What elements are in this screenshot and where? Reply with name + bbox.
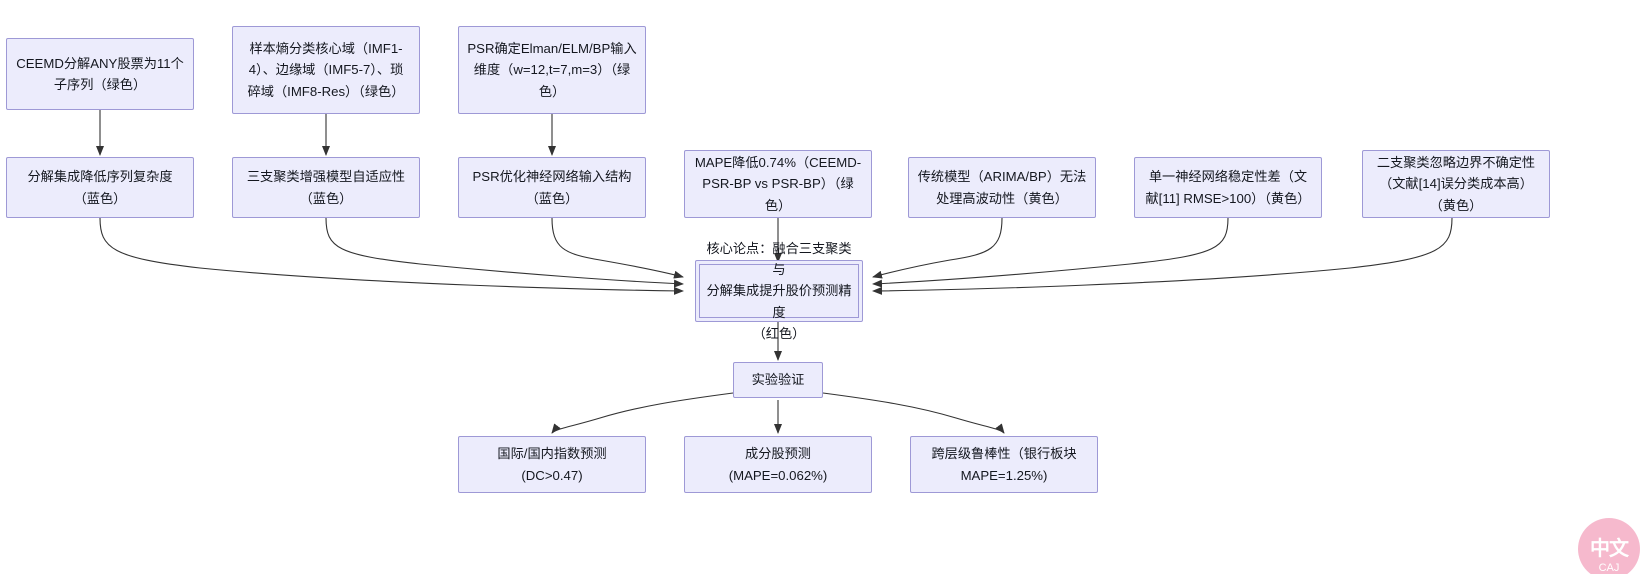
edge-twoway-to-thesis	[872, 217, 1453, 295]
node-label: 分解集成降低序列复杂度 （蓝色）	[27, 169, 173, 206]
node-label: PSR优化神经网络输入结构 （蓝色）	[472, 169, 632, 206]
watermark-text: 中文	[1590, 538, 1629, 560]
node-label: 核心论点：融合三支聚类与 分解集成提升股价预测精度 （红色）	[706, 240, 852, 342]
edge-traditional-to-thesis	[872, 217, 1003, 279]
node-single-nn-unstable[interactable]: 单一神经网络稳定性差（文 献[11] RMSE>100）（黄色）	[1134, 157, 1322, 218]
node-label: 三支聚类增强模型自适应性 （蓝色）	[246, 169, 406, 206]
node-label: 单一神经网络稳定性差（文 献[11] RMSE>100）（黄色）	[1145, 169, 1311, 206]
node-three-way-adaptive[interactable]: 三支聚类增强模型自适应性 （蓝色）	[232, 157, 420, 218]
watermark-subtext: CAJ	[1598, 562, 1620, 574]
node-core-thesis[interactable]: 核心论点：融合三支聚类与 分解集成提升股价预测精度 （红色）	[695, 241, 863, 341]
node-traditional-model-gap[interactable]: 传统模型（ARIMA/BP）无法 处理高波动性（黄色）	[908, 157, 1096, 218]
node-sample-entropy[interactable]: 样本熵分类核心域（IMF1- 4）、边缘域（IMF5-7）、琐 碎域（IMF8-…	[232, 26, 420, 114]
node-two-way-boundary[interactable]: 二支聚类忽略边界不确定性 （文献[14]误分类成本高） （黄色）	[1362, 150, 1550, 218]
node-cross-level-robust[interactable]: 跨层级鲁棒性（银行板块 MAPE=1.25%)	[910, 436, 1098, 493]
core-thesis-inner-border: 核心论点：融合三支聚类与 分解集成提升股价预测精度 （红色）	[699, 241, 859, 341]
node-label: 跨层级鲁棒性（银行板块 MAPE=1.25%)	[931, 446, 1077, 483]
node-index-forecast[interactable]: 国际/国内指数预测 (DC>0.47)	[458, 436, 646, 493]
node-label: 成分股预测 (MAPE=0.062%)	[728, 446, 828, 483]
node-label: 传统模型（ARIMA/BP）无法 处理高波动性（黄色）	[917, 169, 1087, 206]
node-experiment[interactable]: 实验验证	[733, 362, 823, 398]
edge-threeway-to-thesis	[325, 217, 684, 288]
edge-psropt-to-thesis	[551, 217, 684, 279]
watermark-badge: 中文 CAJ	[1578, 518, 1640, 574]
edge-experiment-to-robust	[822, 392, 1005, 434]
edge-reduce-to-thesis	[99, 217, 684, 295]
node-mape-drop[interactable]: MAPE降低0.74%（CEEMD- PSR-BP vs PSR-BP）（绿 色…	[684, 150, 872, 218]
node-label: 国际/国内指数预测 (DC>0.47)	[497, 446, 607, 483]
node-label: CEEMD分解ANY股票为11个 子序列（绿色）	[16, 55, 184, 92]
node-label: 二支聚类忽略边界不确定性 （文献[14]误分类成本高） （黄色）	[1376, 154, 1536, 213]
edge-singlenn-to-thesis	[872, 217, 1229, 288]
node-label: MAPE降低0.74%（CEEMD- PSR-BP vs PSR-BP）（绿 色…	[694, 154, 862, 213]
node-psr-input-dim[interactable]: PSR确定Elman/ELM/BP输入 维度（w=12,t=7,m=3）（绿 色…	[458, 26, 646, 114]
node-label: 实验验证	[751, 372, 805, 388]
node-psr-optimize[interactable]: PSR优化神经网络输入结构 （蓝色）	[458, 157, 646, 218]
edge-experiment-to-index	[551, 392, 734, 434]
node-ceemd-decompose[interactable]: CEEMD分解ANY股票为11个 子序列（绿色）	[6, 38, 194, 110]
node-label: 样本熵分类核心域（IMF1- 4）、边缘域（IMF5-7）、琐 碎域（IMF8-…	[247, 40, 405, 99]
node-label: PSR确定Elman/ELM/BP输入 维度（w=12,t=7,m=3）（绿 色…	[467, 40, 637, 99]
node-component-stock[interactable]: 成分股预测 (MAPE=0.062%)	[684, 436, 872, 493]
node-reduce-complexity[interactable]: 分解集成降低序列复杂度 （蓝色）	[6, 157, 194, 218]
